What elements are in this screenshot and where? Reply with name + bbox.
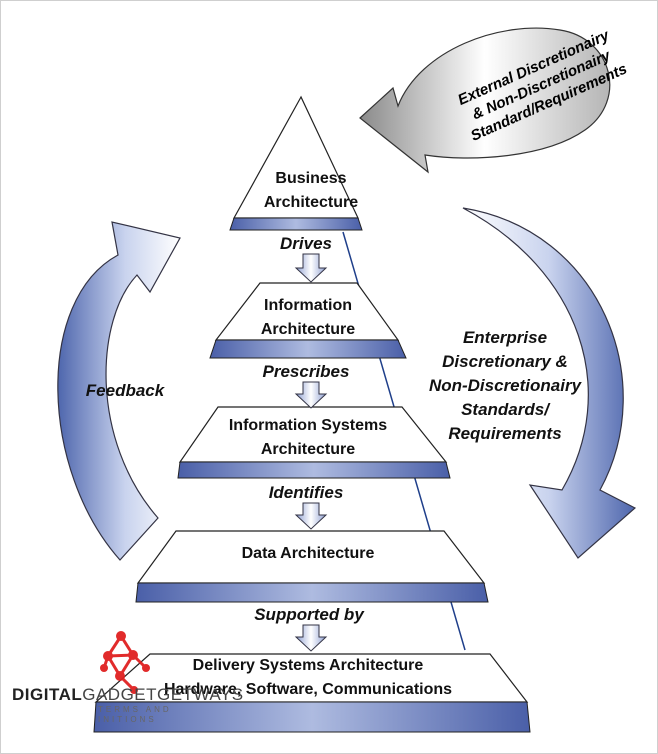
- verb-prescribes: Prescribes: [262, 362, 350, 381]
- enterprise-standards-arrow: [462, 207, 637, 559]
- watermark-tagline-line2: INITIONS: [98, 715, 157, 724]
- delivery-systems-architecture-label: Delivery Systems Architecture Hardware, …: [143, 654, 473, 702]
- identifies-down-arrow: [294, 502, 328, 530]
- tier-data-architecture: [135, 530, 489, 603]
- information-systems-architecture-label: Information Systems Architecture: [183, 414, 433, 462]
- enterprise-standards-label: Enterprise Discretionary & Non-Discretio…: [410, 326, 600, 446]
- delivery-systems-architecture-line2: Hardware, Software, Communications: [163, 681, 453, 698]
- delivery-systems-architecture-line1: Delivery Systems Architecture: [192, 657, 424, 674]
- business-architecture-line1: Business: [275, 170, 347, 187]
- feedback-arrow: [57, 221, 181, 561]
- business-architecture-line2: Architecture: [263, 194, 359, 211]
- enterprise-line1: Enterprise: [462, 328, 548, 347]
- verb-identifies: Identifies: [268, 483, 344, 502]
- watermark-tagline: TERMS AND INITIONS: [98, 705, 228, 725]
- external-standards-arrow: [359, 27, 611, 174]
- feedback-label: Feedback: [85, 381, 165, 400]
- tier-information-architecture: [209, 282, 407, 359]
- information-architecture-line2: Architecture: [260, 321, 356, 338]
- enterprise-line2: Discretionary &: [442, 352, 568, 371]
- data-architecture-line1: Data Architecture: [241, 545, 375, 562]
- tier-information-systems-architecture: [177, 406, 451, 479]
- prescribes-down-arrow: [294, 381, 328, 409]
- tier-delivery-systems-architecture: [93, 653, 531, 733]
- information-systems-architecture-line2: Architecture: [260, 441, 356, 458]
- supported-by-down-arrow: [294, 624, 328, 652]
- tier-business-architecture: [229, 95, 363, 231]
- verb-drives: Drives: [280, 234, 332, 253]
- business-architecture-label: Business Architecture: [211, 167, 411, 215]
- verb-supported-by: Supported by: [254, 605, 364, 624]
- enterprise-line3: Non-Discretionairy: [428, 376, 582, 395]
- information-architecture-line1: Information: [264, 297, 352, 314]
- watermark-logo: DIGITALGADGETGETWAYS TERMS AND INITIONS: [10, 628, 270, 728]
- drives-down-arrow: [294, 253, 328, 283]
- watermark-brand-bold: DIGITAL: [12, 685, 83, 704]
- watermark-logo-mark: [100, 631, 150, 694]
- watermark-tagline-line1: TERMS AND: [98, 705, 172, 714]
- data-architecture-label: Data Architecture: [183, 542, 433, 566]
- enterprise-line5: Requirements: [448, 424, 562, 443]
- enterprise-line4: Standards/: [461, 400, 549, 419]
- watermark-brand-thin: GADGETGETWAYS: [82, 685, 244, 704]
- information-systems-architecture-line1: Information Systems: [228, 417, 388, 434]
- watermark-brand: DIGITALGADGETGETWAYS: [12, 685, 244, 705]
- information-architecture-label: Information Architecture: [208, 294, 408, 342]
